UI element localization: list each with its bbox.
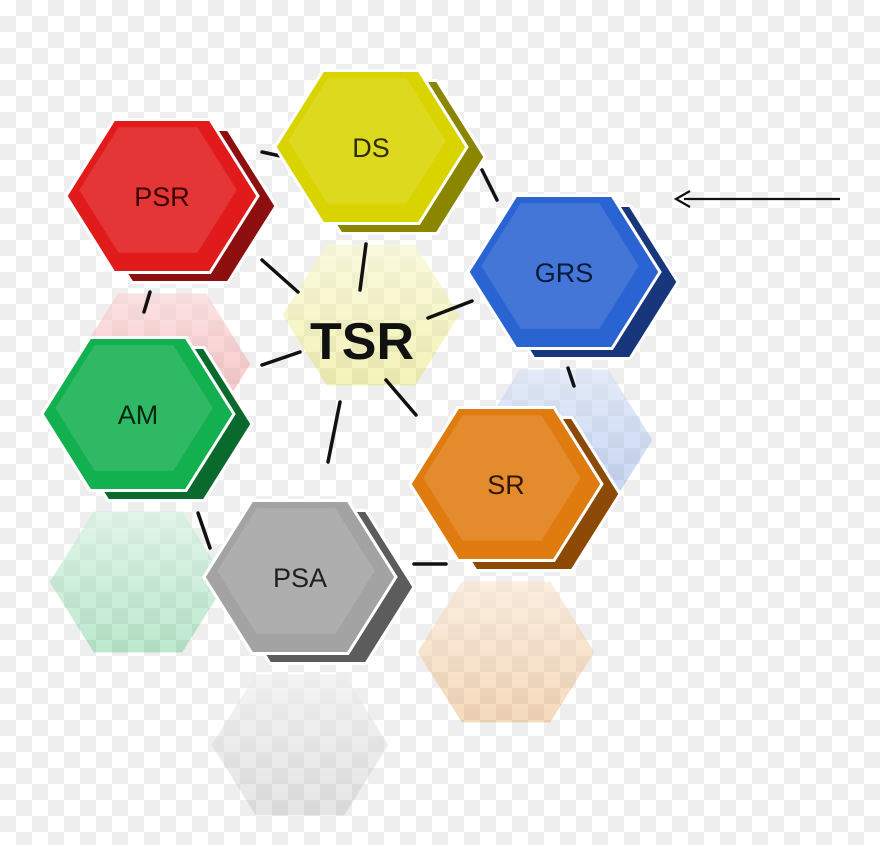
psa-reflection (211, 674, 389, 816)
am-reflection (49, 511, 227, 653)
hexagon-psr: PSR (64, 118, 278, 284)
hexagon-psr-label: PSR (134, 182, 190, 212)
hexagon-grs-label: GRS (535, 258, 594, 288)
hexagon-sr-label: SR (487, 470, 525, 500)
hub-label: TSR (310, 313, 414, 371)
connector-line (326, 400, 342, 464)
hexagon-sr: SR (408, 406, 622, 572)
connector-line (426, 299, 474, 320)
connector-line (260, 258, 300, 294)
hexagon-psa-label: PSA (273, 563, 327, 593)
connector-line (142, 290, 152, 314)
connector-line (384, 378, 418, 417)
hexagon-psa: PSA (202, 499, 416, 665)
connector-line (480, 168, 499, 202)
connector-line (260, 350, 302, 367)
connector-line (196, 511, 212, 550)
sr-reflection (417, 581, 595, 723)
reflections-layer (49, 244, 653, 816)
hexagon-nodes: PSR DS GRS AM SR PSA (40, 69, 680, 665)
connector-line (358, 242, 368, 292)
hexagon-am-label: AM (118, 400, 159, 430)
hexagon-ds-label: DS (352, 133, 390, 163)
pointer-arrow (673, 190, 840, 208)
hexagon-grs: GRS (466, 194, 680, 360)
ds-reflection (282, 244, 460, 386)
hexagon-ds: DS (273, 69, 487, 235)
connector-lines (142, 150, 576, 566)
connector-line (566, 366, 576, 388)
hexagon-am: AM (40, 336, 254, 502)
hub: TSR (310, 313, 414, 371)
arrow-head-icon (673, 190, 691, 208)
